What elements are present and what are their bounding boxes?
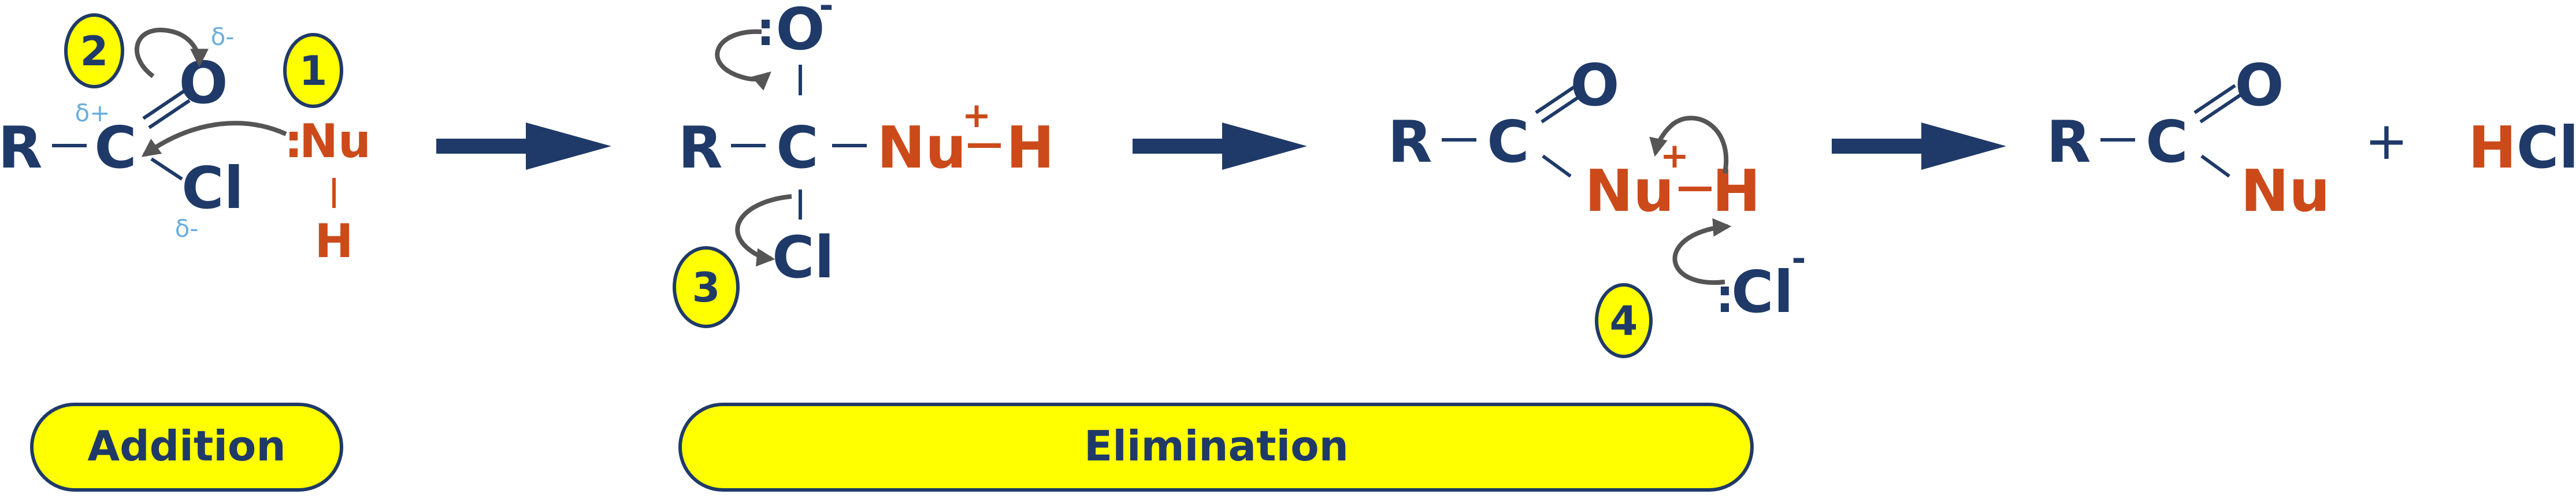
right-arrow-icon — [1133, 122, 1307, 170]
curved-arrow-icon — [141, 121, 287, 157]
step-2-label: 2 — [80, 28, 109, 75]
nucleophile-positive-charge: + — [962, 95, 991, 136]
c-o-double-bond-2 — [2199, 93, 2242, 124]
delta-minus-cl-label: δ- — [175, 214, 199, 243]
oxygen-label: O — [1570, 51, 1619, 119]
protonated-product: R C O Nu + H : Cl - 4 — [1387, 51, 1806, 358]
chloride-ion-label: Cl — [1731, 258, 1794, 326]
step-4-label: 4 — [1610, 298, 1638, 345]
right-arrow-icon — [1832, 122, 2006, 170]
step-2-marker — [64, 13, 124, 88]
r-group-label: R — [2046, 108, 2091, 176]
carbonyl-carbon-label: C — [1487, 108, 1529, 176]
final-products: R C O Nu + H Cl — [2046, 51, 2576, 225]
carbonyl-carbon-label: C — [2146, 108, 2188, 176]
addition-label-pill — [30, 403, 343, 492]
chlorine-label: Cl — [772, 224, 834, 291]
r-group-label: R — [0, 114, 43, 181]
step-3-marker — [673, 246, 740, 328]
step-1-marker — [283, 33, 343, 108]
nucleophile-positive-charge: + — [1660, 136, 1689, 176]
nucleophile-label: Nu — [877, 114, 967, 181]
hydrogen-label: H — [1006, 114, 1055, 181]
hydrogen-label: H — [315, 214, 354, 268]
curved-arrow-icon — [135, 27, 209, 79]
curved-arrow-icon — [1649, 116, 1728, 174]
c-o-double-bond-1 — [2193, 84, 2236, 114]
c-o-double-bond-2 — [148, 99, 191, 129]
tetrahedral-intermediate: : O - R C Nu + H Cl 3 — [673, 0, 1055, 328]
alkoxide-oxygen-label: O — [775, 0, 825, 63]
c-o-double-bond-1 — [142, 90, 185, 120]
tetrahedral-carbon-label: C — [776, 114, 818, 181]
oxygen-lone-pair: : — [756, 2, 775, 56]
chloride-lone-pair: : — [1716, 269, 1734, 323]
oxygen-negative-charge: - — [819, 0, 834, 26]
r-group-label: R — [1387, 108, 1432, 176]
nucleophile-label: Nu — [299, 114, 371, 168]
delta-minus-o-label: δ- — [211, 23, 235, 51]
c-o-double-bond-1 — [1535, 84, 1577, 114]
reaction-plus-sign: + — [2365, 111, 2408, 172]
reactant-structure: 2 1 R C δ+ O δ- Cl δ- : Nu H — [0, 13, 371, 268]
curved-arrow-icon — [715, 29, 771, 91]
c-cl-bond — [150, 157, 183, 181]
chloride-negative-charge: - — [1792, 239, 1806, 279]
hcl-hydrogen-label: H — [2468, 114, 2516, 181]
c-nu-bond — [1542, 154, 1572, 178]
hydrogen-label: H — [1712, 157, 1761, 225]
nucleophile-label: Nu — [1585, 157, 1675, 225]
step-3-label: 3 — [692, 264, 721, 311]
curved-arrow-icon — [735, 194, 792, 267]
c-nu-bond — [2200, 154, 2230, 178]
nucleophile-lone-pair: : — [284, 114, 303, 168]
chlorine-label: Cl — [181, 154, 244, 222]
step-1-label: 1 — [299, 47, 328, 95]
step-4-marker — [1595, 283, 1653, 358]
elimination-label: Elimination — [1084, 422, 1349, 470]
addition-label: Addition — [87, 422, 285, 470]
right-arrow-icon — [436, 122, 611, 170]
r-group-label: R — [678, 114, 722, 181]
nucleophile-label: Nu — [2241, 157, 2330, 225]
oxygen-label: O — [2234, 51, 2284, 119]
carbonyl-carbon-label: C — [94, 114, 136, 181]
elimination-label-pill — [678, 403, 1754, 492]
c-o-double-bond-2 — [1541, 93, 1583, 124]
delta-plus-label: δ+ — [75, 99, 110, 127]
curved-arrow-icon — [1672, 218, 1732, 285]
hcl-chlorine-label: Cl — [2516, 114, 2576, 181]
oxygen-label: O — [179, 49, 228, 117]
